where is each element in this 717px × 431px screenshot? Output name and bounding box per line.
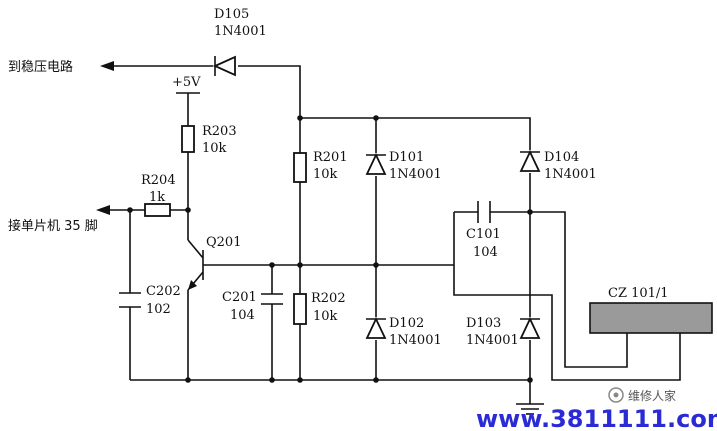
c201-ref: C201: [222, 290, 257, 305]
c202-ref: C202: [146, 284, 181, 299]
diode-d103: [519, 316, 541, 339]
r204-value: 1k: [149, 190, 165, 205]
diode-d105: [212, 55, 236, 77]
r204-ref: R204: [141, 173, 176, 188]
c202-value: 102: [146, 302, 171, 317]
diode-d102: [365, 316, 387, 339]
d102-ref: D102: [389, 316, 424, 331]
label-to-regulator: 到稳压电路: [8, 59, 73, 75]
diode-d104: [519, 149, 541, 172]
d104-ref: D104: [544, 150, 579, 165]
q201-ref: Q201: [206, 235, 241, 250]
r201-value: 10k: [313, 167, 338, 182]
d104-value: 1N4001: [544, 167, 597, 182]
resistor-r202: [293, 293, 307, 325]
junctions: [127, 115, 533, 383]
connector-cz101: [589, 302, 713, 334]
r202-ref: R202: [311, 291, 346, 306]
diode-d101: [365, 152, 387, 175]
r203-ref: R203: [202, 124, 237, 139]
capacitor-c201: [261, 293, 283, 305]
c101-value: 104: [473, 245, 498, 260]
watermark-brand: 维修人家: [628, 388, 676, 403]
r203-value: 10k: [202, 141, 227, 156]
transistor-q201: [187, 239, 204, 291]
label-connector: CZ 101/1: [608, 286, 669, 301]
resistor-r201: [293, 152, 307, 183]
capacitor-c202: [119, 292, 141, 308]
arrow-to-mcu: [96, 205, 110, 215]
ground-symbol: [516, 403, 544, 415]
watermark-logo-icon: [608, 387, 624, 403]
watermark-url: www.3811111.com: [476, 405, 717, 431]
d105-value: 1N4001: [214, 24, 267, 39]
r202-value: 10k: [313, 309, 338, 324]
r201-ref: R201: [313, 150, 348, 165]
d103-value: 1N4001: [466, 333, 519, 348]
d103-ref: D103: [466, 316, 501, 331]
d102-value: 1N4001: [389, 333, 442, 348]
resistor-r203: [181, 125, 195, 153]
label-vcc: +5V: [172, 75, 201, 90]
resistor-r204: [144, 203, 171, 217]
d101-value: 1N4001: [389, 167, 442, 182]
capacitor-c101: [477, 201, 491, 223]
c201-value: 104: [230, 308, 255, 323]
c101-ref: C101: [466, 227, 501, 242]
d105-ref: D105: [214, 7, 249, 22]
arrow-to-regulator: [100, 61, 114, 71]
wires: [108, 65, 681, 404]
label-to-mcu: 接单片机 35 脚: [8, 218, 98, 234]
d101-ref: D101: [389, 150, 424, 165]
